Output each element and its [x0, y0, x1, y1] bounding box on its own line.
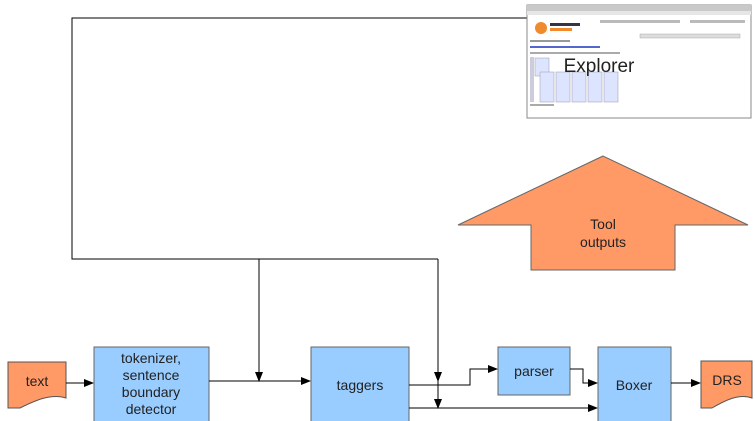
explorer-thumbnail: Explorer — [526, 4, 752, 119]
tokenizer-node: tokenizer, sentence boundary detector — [93, 346, 210, 421]
tool-outputs-arrow: Tool outputs — [457, 155, 749, 271]
tokenizer-label-3: boundary — [122, 384, 180, 400]
parser-label: parser — [514, 363, 554, 379]
taggers-label: taggers — [337, 377, 384, 393]
boxer-node: Boxer — [597, 346, 672, 421]
pipeline-arrows — [66, 365, 701, 412]
tokenizer-label-2: sentence — [123, 367, 180, 383]
tokenizer-label-1: tokenizer, — [121, 350, 181, 366]
boxer-label: Boxer — [616, 377, 653, 393]
tokenizer-label-4: detector — [126, 401, 177, 417]
text-node-label: text — [26, 373, 49, 389]
drs-label: DRS — [712, 372, 742, 388]
tool-outputs-label-1: Tool — [590, 216, 616, 232]
parser-node: parser — [497, 346, 571, 396]
drs-node: DRS — [700, 360, 753, 409]
text-node: text — [7, 361, 67, 409]
explorer-label: Explorer — [564, 56, 635, 77]
taggers-node: taggers — [310, 346, 410, 421]
thumbnail-logo-icon — [535, 22, 547, 34]
tool-outputs-label-2: outputs — [580, 234, 626, 250]
